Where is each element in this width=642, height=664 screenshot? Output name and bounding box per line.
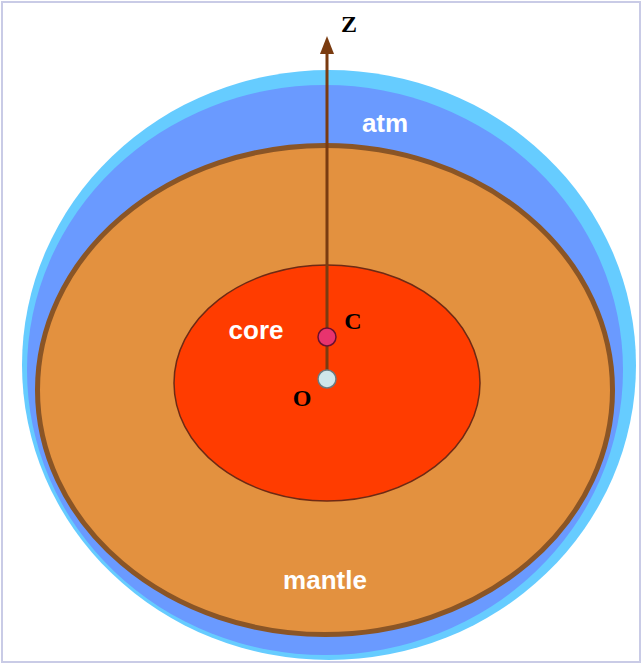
- region-label: core: [229, 316, 284, 345]
- mantle-region: mantle core: [35, 143, 615, 637]
- arrow-head: [320, 36, 334, 54]
- atmosphere-region: atm mantle core: [22, 70, 636, 660]
- region-outline: [22, 70, 636, 660]
- axis-label: Z: [341, 11, 357, 37]
- region-label: atm: [362, 109, 408, 138]
- region-outline: [38, 146, 613, 635]
- point-label: O: [293, 385, 312, 411]
- region-label: mantle: [283, 566, 367, 595]
- origin-point: [318, 370, 336, 388]
- point-label: C: [344, 308, 361, 334]
- center-point: [318, 328, 336, 346]
- region-outline: [27, 85, 623, 655]
